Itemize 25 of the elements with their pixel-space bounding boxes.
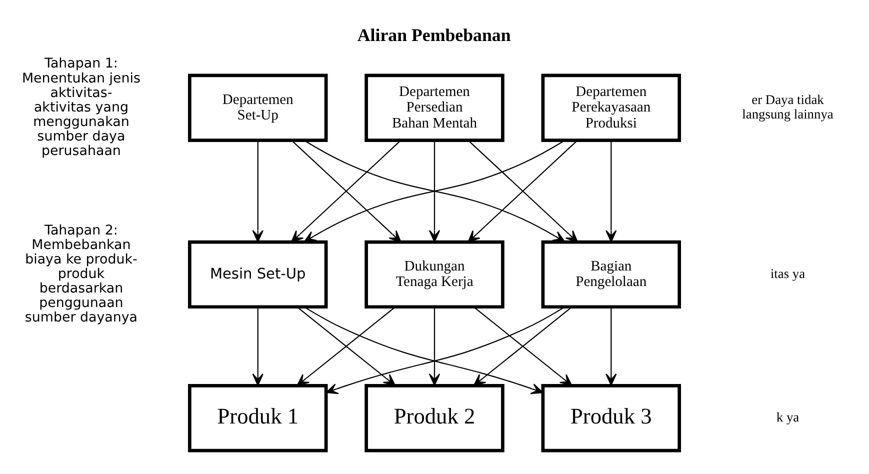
arrow bbox=[428, 306, 440, 386]
label: itas ya bbox=[770, 266, 806, 281]
node-box: Mesin Set-Up bbox=[188, 240, 328, 309]
arrow bbox=[428, 140, 440, 242]
node-box: Produk 3 bbox=[541, 384, 681, 452]
diagram-title: Aliran Pembebanan bbox=[357, 25, 511, 46]
node-box: Produk 2 bbox=[364, 384, 504, 452]
node-box: Bagian Pengelolaan bbox=[541, 240, 681, 309]
arrow bbox=[473, 306, 572, 386]
node-box: Produk 1 bbox=[188, 384, 328, 452]
arrow bbox=[304, 306, 544, 394]
label: Tahapan 1: Menentukan jenis aktivitas-aktivitas yang menggunakan sumber daya perusahaan bbox=[22, 56, 140, 159]
node-box: Departemen Persedian Bahan Mentah bbox=[364, 74, 504, 142]
label: er Daya tidak langsung lainnya bbox=[742, 92, 834, 122]
node-box: Dukungan Tenaga Kerja bbox=[364, 240, 504, 309]
arrow bbox=[252, 306, 264, 386]
arrow bbox=[606, 140, 617, 242]
arrow bbox=[326, 306, 565, 394]
node-box: Departemen Set-Up bbox=[188, 74, 328, 142]
arrow bbox=[252, 140, 264, 242]
arrow bbox=[606, 306, 617, 386]
node-box: Departemen Perekayasaan Produksi bbox=[541, 74, 681, 142]
label: k ya bbox=[776, 410, 800, 425]
arrow bbox=[296, 306, 396, 386]
label: Tahapan 2: Membebankan biaya ke produk-produk berdasarkan penggunaan sumber dayanya bbox=[24, 223, 138, 326]
